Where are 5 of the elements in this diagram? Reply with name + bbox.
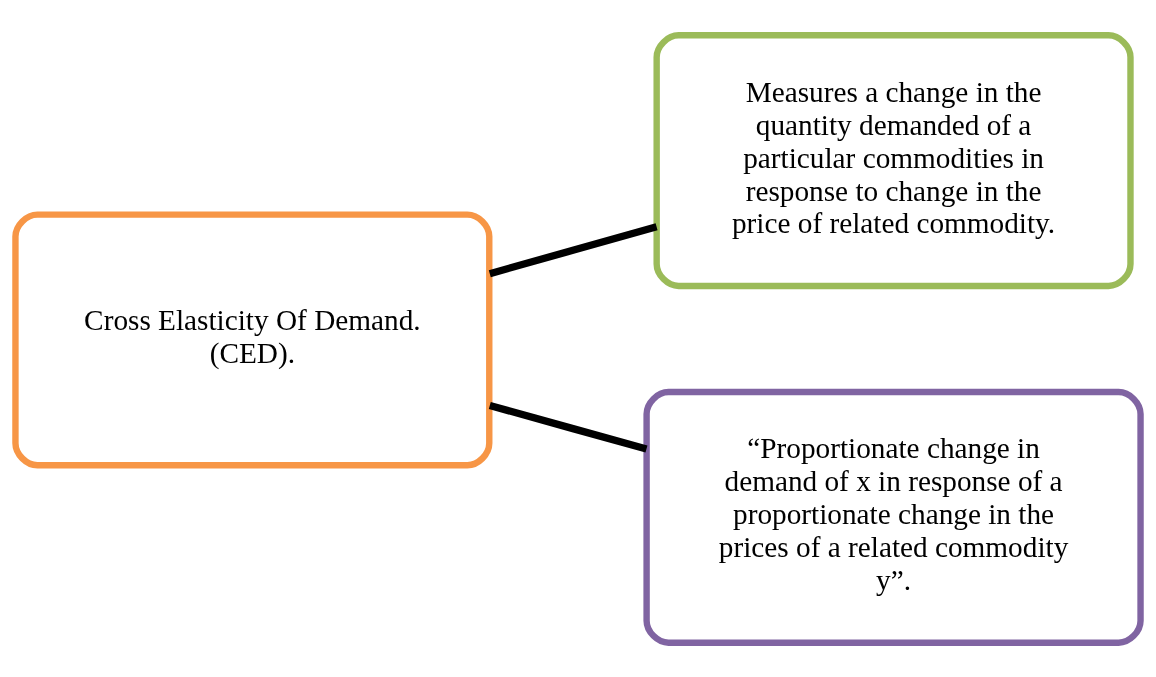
node-box: Measures a change in the quantity demanded of a particular commodities in response to change in the price of related commodity. — [653, 31, 1134, 289]
node-box: “Proportionate change in demand of x in response of a proportionate change in the prices of a related commodity y”. — [643, 388, 1144, 646]
connector — [488, 401, 648, 453]
node-box: Cross Elasticity Of Demand. (CED). — [12, 210, 493, 468]
connector — [488, 222, 658, 277]
